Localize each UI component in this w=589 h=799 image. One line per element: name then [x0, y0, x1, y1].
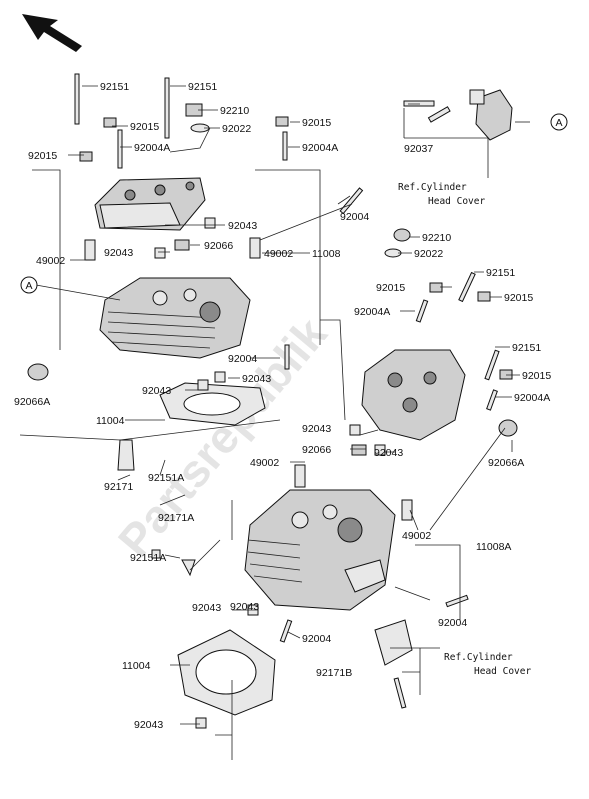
part-label: 92004: [302, 633, 331, 645]
part-label: 92210: [422, 232, 451, 244]
part-label: 92151A: [130, 552, 166, 564]
front-head-cover-part: [361, 349, 466, 441]
part-label: 92022: [414, 248, 443, 260]
part-label: 49002: [250, 457, 279, 469]
callout-a-1-label: A: [25, 280, 32, 292]
part-label: 11004: [122, 660, 151, 672]
part-label: 92043: [104, 247, 133, 259]
part-label: 92151: [100, 81, 129, 93]
ref-note-bottom-line2: Head Cover: [474, 666, 531, 677]
part-label: 92151A: [148, 472, 184, 484]
callout-a-1: A: [20, 276, 38, 294]
rear-head-cover-part: [94, 177, 206, 231]
part-label: 92171: [104, 481, 133, 493]
part-label: 92171B: [316, 667, 352, 679]
callout-a-2-label: A: [555, 117, 562, 129]
part-label: 92015: [376, 282, 405, 294]
part-label: 92022: [222, 123, 251, 135]
part-label: 49002: [402, 530, 431, 542]
part-label: 92043: [242, 373, 271, 385]
part-label: 92004A: [354, 306, 390, 318]
bolt-parts-front: [151, 228, 518, 729]
ref-note-top: Ref.Cylinder Head Cover: [398, 182, 485, 207]
part-label: 92043: [134, 719, 163, 731]
part-label: 92043: [142, 385, 171, 397]
part-label: 92151: [512, 342, 541, 354]
part-label: 11008: [312, 248, 341, 260]
callout-a-2: A: [550, 113, 568, 131]
part-label: 92151: [188, 81, 217, 93]
front-arrow-icon: [22, 14, 82, 52]
part-label: 92004: [340, 211, 369, 223]
part-label: 92015: [130, 121, 159, 133]
part-label: 92043: [192, 602, 221, 614]
part-label: 92004A: [514, 392, 550, 404]
part-label: 11004: [96, 415, 125, 427]
part-label: 49002: [36, 255, 65, 267]
rear-head-gasket-part: [159, 382, 266, 426]
ref-note-top-line2: Head Cover: [428, 196, 485, 207]
part-label: 92066A: [488, 457, 524, 469]
part-label: 92043: [374, 447, 403, 459]
part-label: 92004A: [302, 142, 338, 154]
part-label: 92043: [228, 220, 257, 232]
part-label: 92015: [302, 117, 331, 129]
part-label: 92151: [486, 267, 515, 279]
part-label: 92066: [302, 444, 331, 456]
ref-note-top-line1: Ref.Cylinder: [398, 182, 467, 193]
part-label: 92043: [302, 423, 331, 435]
ref-note-bottom: Ref.Cylinder Head Cover: [444, 652, 531, 677]
part-label: 92015: [28, 150, 57, 162]
part-label: 92043: [230, 601, 259, 613]
part-label: 92066A: [14, 396, 50, 408]
part-label: 92037: [404, 143, 433, 155]
bolt-parts-rear: [27, 73, 364, 471]
part-label: 92004: [228, 353, 257, 365]
part-label: 92004A: [134, 142, 170, 154]
part-label: 92066: [204, 240, 233, 252]
part-labels: 92151 92151 92210 92015 92022 92015 9200…: [14, 81, 551, 731]
rear-cylinder-head-part: [99, 277, 251, 359]
front-head-gasket-part: [177, 629, 276, 716]
part-label: 92171A: [158, 512, 194, 524]
part-label: 92210: [220, 105, 249, 117]
part-label: 92004: [438, 617, 467, 629]
part-label: 92015: [522, 370, 551, 382]
part-label: 11008A: [476, 541, 511, 553]
ref-note-bottom-line1: Ref.Cylinder: [444, 652, 513, 663]
head-cover-ref-part: [403, 89, 513, 141]
front-cylinder-head-part: [244, 489, 396, 611]
part-label: 49002: [264, 248, 293, 260]
part-label: 92015: [504, 292, 533, 304]
leader-lines: [19, 85, 530, 760]
